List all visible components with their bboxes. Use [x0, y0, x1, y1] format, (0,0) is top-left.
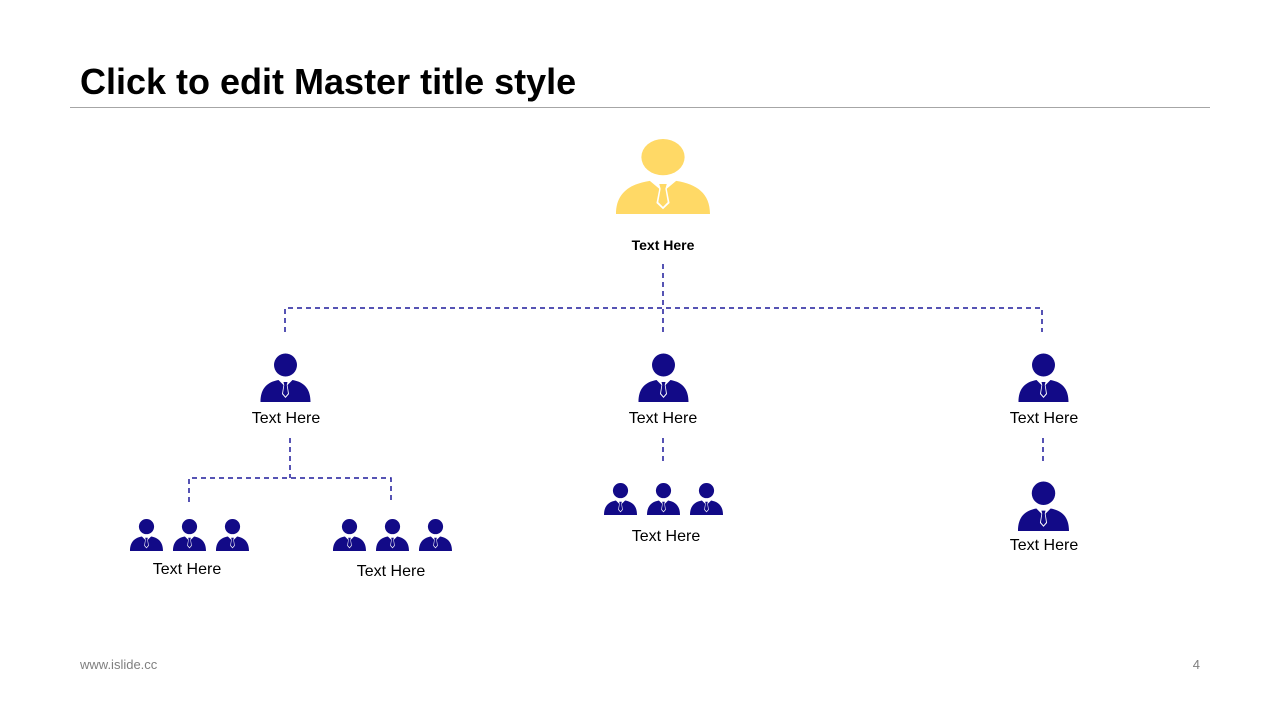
person-icon	[333, 518, 366, 551]
level2-label-group-a[interactable]: Text Here	[152, 561, 222, 578]
connector-left-bus	[188, 477, 392, 502]
person-icon	[690, 482, 723, 515]
root-person-icon	[616, 138, 710, 214]
level2-label-single[interactable]: Text Here	[1009, 537, 1079, 554]
person-icon	[1018, 353, 1069, 402]
person-icon	[130, 518, 163, 551]
person-icon	[216, 518, 249, 551]
level1-label-left[interactable]: Text Here	[251, 410, 321, 427]
level1-label-right[interactable]: Text Here	[1009, 410, 1079, 427]
person-icon	[173, 518, 206, 551]
level2-label-group-b[interactable]: Text Here	[356, 563, 426, 580]
person-icon	[376, 518, 409, 551]
person-icon	[260, 353, 311, 402]
root-label[interactable]: Text Here	[631, 237, 695, 253]
person-icon	[419, 518, 452, 551]
level1-label-middle[interactable]: Text Here	[628, 410, 698, 427]
connector-level1-bus	[284, 307, 1043, 332]
person-icon	[1018, 481, 1069, 531]
title-divider	[70, 107, 1210, 108]
page-number: 4	[1192, 657, 1200, 672]
footer-url: www.islide.cc	[80, 657, 158, 672]
slide-title[interactable]: Click to edit Master title style	[80, 61, 577, 102]
person-icon	[604, 482, 637, 515]
person-icon	[647, 482, 680, 515]
person-icon	[638, 353, 689, 402]
level2-label-group-c[interactable]: Text Here	[631, 528, 701, 545]
